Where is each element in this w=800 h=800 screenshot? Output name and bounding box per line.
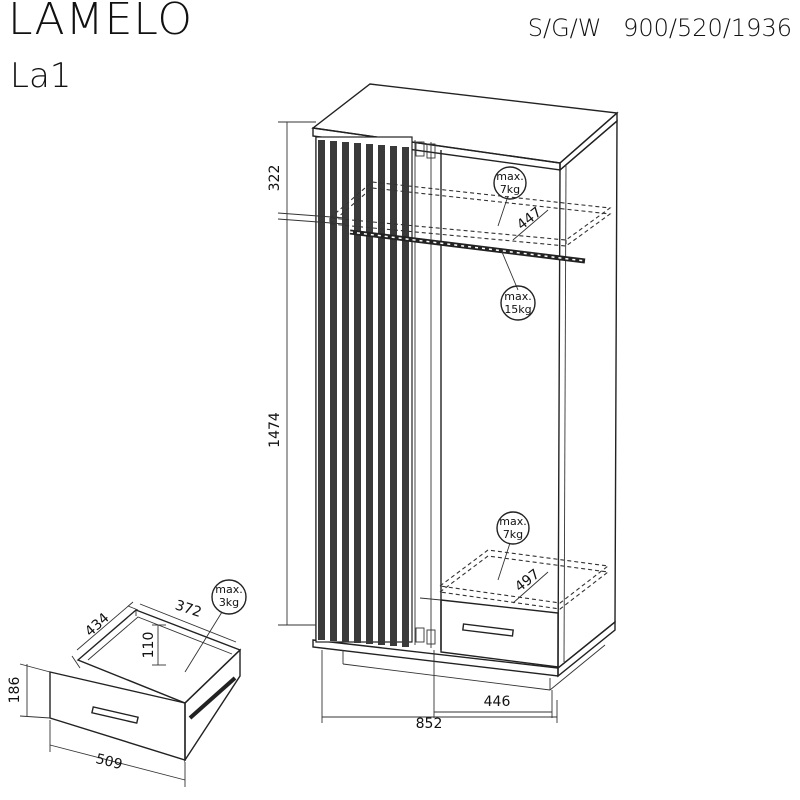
dims-values: 900/520/1936 xyxy=(623,14,792,42)
slatted-door xyxy=(315,136,413,647)
drawer-detail xyxy=(49,609,242,763)
svg-text:7kg: 7kg xyxy=(503,528,523,541)
dim-drawer-depth: 434 xyxy=(82,610,113,640)
wardrobe-right-side xyxy=(557,119,618,670)
wardrobe xyxy=(311,83,619,691)
dim-drawer-inner-width: 372 xyxy=(173,597,203,620)
dim-drawer-inner-height: 110 xyxy=(141,632,157,659)
top-shelf xyxy=(328,181,612,247)
product-title: LAMELO xyxy=(8,0,193,45)
wardrobe-drawer xyxy=(419,597,559,668)
dim-drawer-height: 186 xyxy=(7,677,23,704)
wardrobe-dimension-lines xyxy=(277,121,558,723)
dim-total-width: 852 xyxy=(416,716,443,732)
svg-text:7kg: 7kg xyxy=(500,183,520,196)
dims-labels: S/G/W xyxy=(527,14,602,42)
drawer-handle xyxy=(91,706,139,724)
drawer-dimension-lines xyxy=(19,601,237,787)
load-callout-top-shelf: max. 7kg xyxy=(493,166,527,200)
dim-bottom-shelf-depth: 497 xyxy=(512,566,543,595)
load-callout-drawer: max. 3kg xyxy=(211,579,247,615)
wardrobe-base xyxy=(312,639,559,677)
dim-drawer-width: 509 xyxy=(94,751,124,773)
model-code: La1 xyxy=(10,56,72,96)
hinge-column xyxy=(414,140,436,648)
load-callout-rail: max. 15kg xyxy=(500,285,536,321)
load-callout-bottom-shelf: max. 7kg xyxy=(496,511,530,545)
dim-top-shelf-depth: 447 xyxy=(514,204,545,233)
dim-top-gap: 322 xyxy=(267,165,283,192)
svg-text:15kg: 15kg xyxy=(504,303,531,316)
svg-text:max.: max. xyxy=(504,290,531,303)
drawer-runner xyxy=(188,676,237,720)
svg-text:max.: max. xyxy=(499,515,526,528)
wardrobe-drawer-handle xyxy=(462,623,514,637)
svg-text:3kg: 3kg xyxy=(219,596,239,609)
overall-dimensions: S/G/W 900/520/1936 xyxy=(528,14,792,42)
hanging-rail xyxy=(349,229,586,264)
dim-drawer-span: 446 xyxy=(484,694,511,710)
drawer-front xyxy=(49,671,186,761)
svg-text:max.: max. xyxy=(496,170,523,183)
svg-text:max.: max. xyxy=(215,583,242,596)
dim-hang-height: 1474 xyxy=(267,412,283,448)
